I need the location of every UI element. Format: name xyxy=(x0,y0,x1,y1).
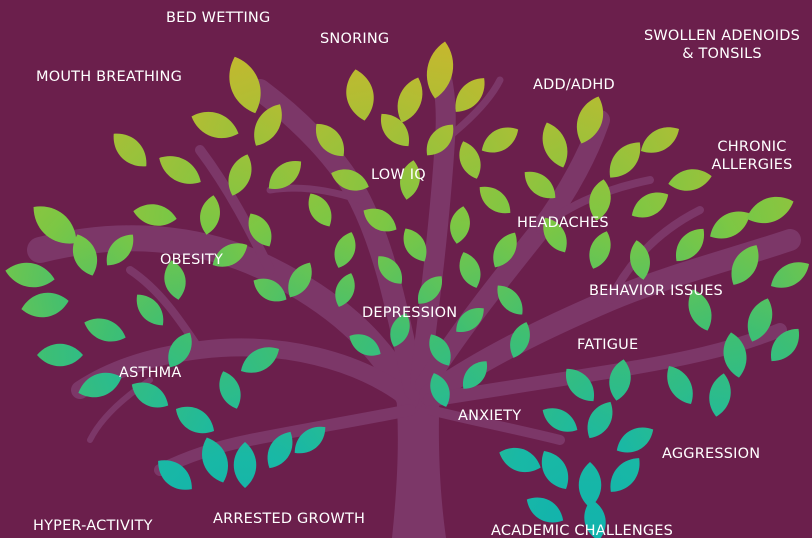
label-bed-wetting: BED WETTING xyxy=(166,9,270,27)
label-add-adhd: ADD/ADHD xyxy=(533,76,615,94)
label-headaches: HEADACHES xyxy=(517,214,609,232)
label-chronic-allergies-line1: CHRONIC xyxy=(700,138,804,156)
leaf xyxy=(447,205,473,246)
label-arrested-growth: ARRESTED GROWTH xyxy=(213,510,365,528)
leaf xyxy=(3,259,56,291)
label-behavior-issues: BEHAVIOR ISSUES xyxy=(589,282,723,300)
leaf xyxy=(477,120,524,159)
leaf xyxy=(742,190,797,230)
leaf xyxy=(706,372,734,419)
leaf xyxy=(584,228,616,272)
label-chronic-allergies: CHRONIC ALLERGIES xyxy=(700,138,804,174)
leaf xyxy=(37,344,83,367)
tree-branch xyxy=(420,70,446,380)
label-asthma: ASTHMA xyxy=(119,364,182,382)
leaf xyxy=(106,126,154,174)
label-hyper-activity: HYPER-ACTIVITY xyxy=(33,517,153,535)
label-fatigue: FATIGUE xyxy=(577,336,638,354)
leaf xyxy=(536,119,574,172)
leaf xyxy=(170,399,219,440)
leaf xyxy=(19,289,70,321)
label-low-iq: LOW IQ xyxy=(371,166,426,184)
label-aggression: AGGRESSION xyxy=(662,445,760,463)
leaf xyxy=(454,138,486,182)
label-academic-challenges: ACADEMIC CHALLENGES xyxy=(491,522,673,538)
label-swollen-adenoids-line1: SWOLLEN ADENOIDS xyxy=(637,27,807,45)
label-chronic-allergies-line2: ALLERGIES xyxy=(700,156,804,174)
leaf xyxy=(214,368,246,412)
leaf xyxy=(329,229,360,271)
leaf xyxy=(132,201,179,229)
leaf xyxy=(636,120,685,160)
leaf xyxy=(81,313,130,348)
leaf xyxy=(627,185,674,224)
leaf xyxy=(602,135,649,185)
leaf xyxy=(704,204,755,246)
leaf xyxy=(603,451,647,498)
leaf xyxy=(197,194,223,237)
leaf xyxy=(580,397,619,444)
label-swollen-adenoids: SWOLLEN ADENOIDS & TONSILS xyxy=(637,27,807,63)
leaf xyxy=(473,180,516,221)
leaf xyxy=(534,445,575,494)
label-mouth-breathing: MOUTH BREATHING xyxy=(36,68,182,86)
leaf xyxy=(495,442,544,478)
leaf xyxy=(766,255,812,295)
label-obesity: OBESITY xyxy=(160,251,223,269)
leaf xyxy=(454,249,485,291)
label-depression: DEPRESSION xyxy=(362,304,457,322)
leaf xyxy=(342,67,378,123)
leaf xyxy=(612,420,659,459)
label-anxiety: ANXIETY xyxy=(458,407,521,425)
leaf xyxy=(187,105,242,145)
label-swollen-adenoids-line2: & TONSILS xyxy=(637,45,807,63)
label-snoring: SNORING xyxy=(320,30,389,48)
